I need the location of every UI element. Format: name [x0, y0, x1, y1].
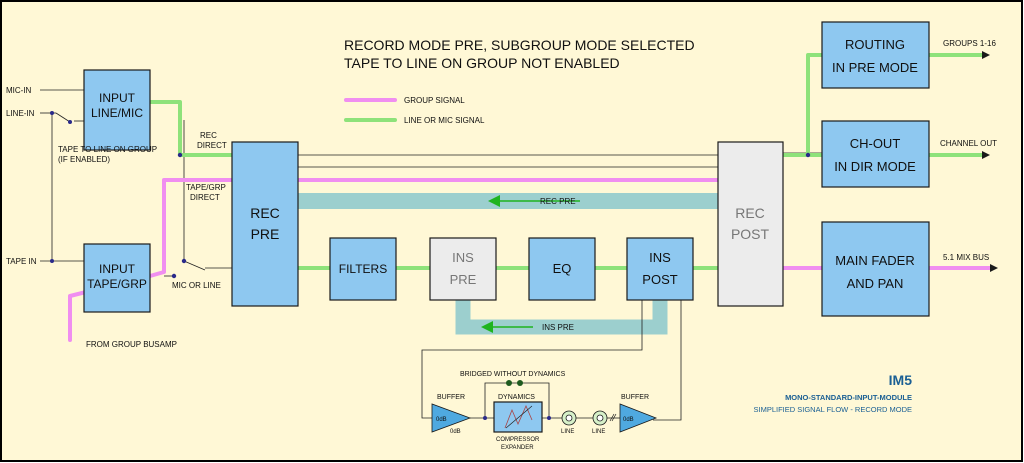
input-line-mic-block: INPUT LINE/MIC	[83, 69, 151, 151]
ch-out-block: CH-OUT IN DIR MODE	[821, 120, 930, 188]
tape-to-line-label: TAPE TO LINE ON GROUP	[58, 145, 157, 154]
buffer-right-label: BUFFER	[621, 394, 649, 401]
rec-pre-block: REC PRE	[231, 141, 299, 307]
line-jack-b-label: LINE	[592, 429, 605, 435]
mic-or-line-label: MIC OR LINE	[172, 281, 221, 290]
module-caption: SIMPLIFIED SIGNAL FLOW - RECORD MODE	[754, 405, 913, 414]
svg-text:PRE: PRE	[251, 226, 280, 242]
tape-grp-direct-label-2: DIRECT	[190, 193, 220, 202]
line-jack-b-icon	[592, 410, 608, 426]
svg-text:IN PRE MODE: IN PRE MODE	[832, 60, 918, 75]
buffer-left-gain: 0dB	[436, 417, 447, 423]
module-name: IM5	[889, 372, 913, 388]
ins-pre-return-label: INS PRE	[542, 323, 574, 332]
dynamics-curve-icon	[504, 405, 533, 429]
tape-in-label: TAPE IN	[6, 257, 37, 266]
header-line-2: TAPE TO LINE ON GROUP NOT ENABLED	[344, 55, 620, 71]
ins-post-block: INS POST	[626, 237, 694, 301]
filters-block: FILTERS	[329, 237, 397, 301]
bridged-label: BRIDGED WITHOUT DYNAMICS	[460, 371, 566, 378]
svg-text:AND PAN: AND PAN	[847, 276, 904, 291]
svg-text:INS: INS	[649, 250, 671, 265]
expander-label: EXPANDER	[501, 445, 534, 451]
svg-text:PRE: PRE	[450, 272, 477, 287]
buffer-left-icon	[431, 403, 472, 433]
dynamics-label: DYNAMICS	[498, 394, 535, 401]
ins-pre-return-bus	[455, 300, 668, 335]
mic-in-label: MIC-IN	[6, 86, 32, 95]
svg-text:REC: REC	[250, 205, 280, 221]
svg-text:LINE/MIC: LINE/MIC	[91, 106, 143, 120]
channel-out-label: CHANNEL OUT	[940, 139, 997, 148]
line-in-label: LINE-IN	[6, 109, 35, 118]
line-jack-a-icon	[561, 410, 577, 426]
groups-output-label: GROUPS 1-16	[943, 39, 996, 48]
rec-pre-return-label: REC PRE	[540, 197, 576, 206]
rec-direct-label: REC	[200, 131, 217, 140]
insert-send-wire	[421, 300, 643, 419]
svg-text:CH-OUT: CH-OUT	[850, 136, 901, 151]
buffer-right-gain: 0dB	[623, 417, 634, 423]
mix-bus-label: 5.1 MIX BUS	[943, 253, 989, 262]
eq-block: EQ	[528, 237, 596, 301]
input-tape-grp-block: INPUT TAPE/GRP	[83, 243, 151, 313]
svg-text:IN DIR MODE: IN DIR MODE	[834, 159, 916, 174]
main-fader-block: MAIN FADER AND PAN	[821, 221, 930, 317]
legend-line-label: LINE OR MIC SIGNAL	[404, 116, 485, 125]
buffer-right-icon	[619, 403, 658, 433]
svg-text:TAPE/GRP: TAPE/GRP	[87, 277, 147, 291]
buffer-left-label: BUFFER	[437, 394, 465, 401]
line-jack-a-label: LINE	[561, 429, 574, 435]
tape-line-switch	[55, 112, 71, 123]
from-group-label: FROM GROUP BUSAMP	[86, 340, 177, 349]
buffer-left-gain-2: 0dB	[450, 429, 461, 435]
rec-post-block: REC POST	[717, 141, 784, 307]
dynamics-block	[493, 401, 543, 433]
svg-text:POST: POST	[642, 272, 677, 287]
svg-text:MAIN FADER: MAIN FADER	[835, 253, 914, 268]
compressor-label: COMPRESSOR	[496, 437, 540, 443]
svg-text:INPUT: INPUT	[99, 262, 136, 276]
svg-text:INS: INS	[452, 250, 474, 265]
legend-group-label: GROUP SIGNAL	[404, 96, 465, 105]
svg-text:INPUT: INPUT	[99, 91, 136, 105]
rec-direct-label-2: DIRECT	[197, 141, 227, 150]
svg-text:ROUTING: ROUTING	[845, 37, 905, 52]
mic-or-line-switch	[183, 260, 206, 271]
routing-block: ROUTING IN PRE MODE	[821, 21, 930, 89]
header-line-1: RECORD MODE PRE, SUBGROUP MODE SELECTED	[344, 37, 695, 53]
svg-text:POST: POST	[731, 226, 770, 242]
module-subtitle: MONO-STANDARD-INPUT-MODULE	[785, 393, 912, 402]
insert-return-wire	[653, 300, 682, 421]
svg-text:REC: REC	[735, 205, 765, 221]
svg-text:FILTERS: FILTERS	[339, 262, 387, 276]
svg-text:EQ: EQ	[553, 261, 572, 276]
ins-pre-block: INS PRE	[429, 237, 497, 301]
tape-grp-direct-label: TAPE/GRP	[186, 183, 226, 192]
tape-to-line-note: (IF ENABLED)	[58, 155, 110, 164]
